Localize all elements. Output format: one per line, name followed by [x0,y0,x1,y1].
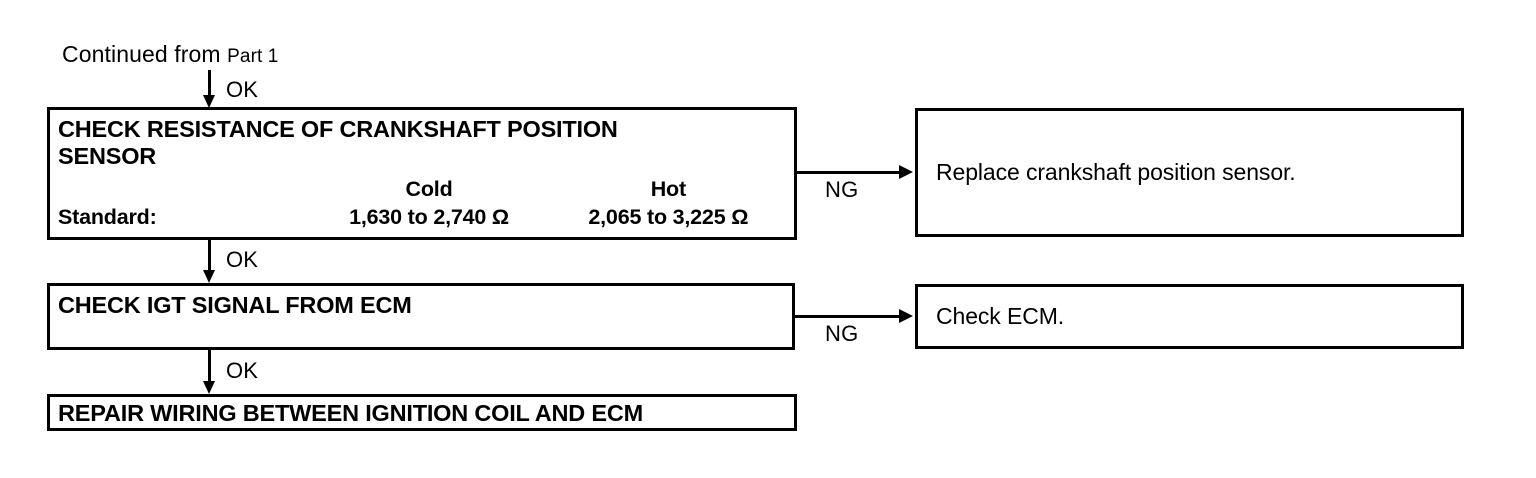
step-box-check-igt[interactable]: CHECK IGT SIGNAL FROM ECM [47,283,795,350]
step-box-repair-wiring[interactable]: REPAIR WIRING BETWEEN IGNITION COIL AND … [47,394,797,431]
step-title-repair-wiring: REPAIR WIRING BETWEEN IGNITION COIL AND … [58,400,643,426]
continued-from-reference: Part 1 [227,46,279,67]
spec-value-row: Standard: 1,630 to 2,740 Ω 2,065 to 3,22… [58,202,788,230]
connector-label-ng-2: NG [825,321,859,346]
spec-standard-label: Standard: [58,205,157,229]
connector-arrowhead-ng-2 [899,309,913,323]
connector-arrowhead-ok-1 [203,95,215,108]
connector-line-ok-3 [208,350,211,381]
connector-line-ok-1 [208,70,211,96]
spec-header-blank [58,176,309,202]
result-text-check-ecm: Check ECM. [936,303,1065,329]
step-title-check-resistance: CHECK RESISTANCE OF CRANKSHAFT POSITION … [58,116,618,169]
connector-label-ok-2: OK [226,247,259,272]
spec-header-row: Cold Hot [58,176,788,202]
result-box-replace-sensor[interactable]: Replace crankshaft position sensor. [915,108,1464,237]
connector-line-ng-2 [795,315,901,318]
step-box-check-resistance[interactable]: CHECK RESISTANCE OF CRANKSHAFT POSITION … [47,107,797,240]
connector-line-ng-1 [797,171,901,174]
connector-line-ok-2 [208,240,211,270]
connector-label-ng-1: NG [825,177,859,202]
connector-label-ok-1: OK [226,77,259,102]
step-title-check-igt: CHECK IGT SIGNAL FROM ECM [58,292,412,318]
resistance-spec-table: Cold Hot Standard: 1,630 to 2,740 Ω 2,06… [58,176,788,230]
connector-arrowhead-ok-2 [203,270,215,283]
continued-from-prefix: Continued from [62,41,221,67]
spec-value-cold: 1,630 to 2,740 Ω [349,205,509,229]
result-text-replace-sensor: Replace crankshaft position sensor. [936,159,1296,185]
connector-label-ok-3: OK [226,358,259,383]
spec-column-cold: Cold [405,177,453,201]
continued-from-label: Continued from Part 1 [62,40,278,71]
connector-arrowhead-ng-1 [899,165,913,179]
spec-column-hot: Hot [650,177,686,201]
result-box-check-ecm[interactable]: Check ECM. [915,284,1464,349]
connector-arrowhead-ok-3 [203,381,215,394]
spec-value-hot: 2,065 to 3,225 Ω [588,205,749,229]
